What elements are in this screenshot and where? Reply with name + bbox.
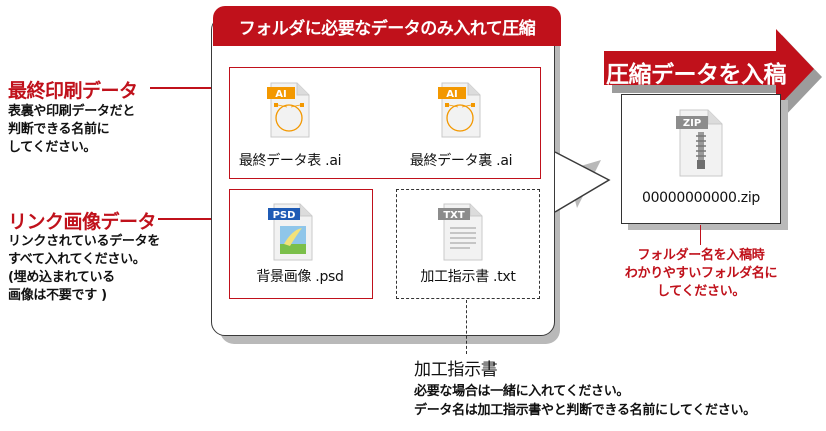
psd-file-icon: PSD xyxy=(268,203,313,261)
zip-file-label: 00000000000.zip xyxy=(641,190,761,206)
file-label: 最終データ表 .ai xyxy=(238,153,342,169)
file-label: 背景画像 .psd xyxy=(256,269,344,285)
svg-text:AI: AI xyxy=(275,89,286,100)
file-label: 加工指示書 .txt xyxy=(420,269,516,285)
folder-header: フォルダに必要なデータのみ入れて圧縮 xyxy=(213,6,561,46)
final-data-connector xyxy=(150,87,228,89)
svg-text:PSD: PSD xyxy=(273,210,296,221)
svg-text:ZIP: ZIP xyxy=(683,118,701,129)
svg-text:AI: AI xyxy=(446,89,457,100)
zip-note-connector xyxy=(700,225,701,245)
upload-arrow xyxy=(604,29,822,115)
ai-file-icon: AI xyxy=(438,82,481,138)
final-data-group xyxy=(229,67,541,179)
zip-note: フォルダー名を入稿時 わかりやすいフォルダ名に してください。 xyxy=(624,248,778,299)
file-label: 最終データ裏 .ai xyxy=(409,153,513,169)
ai-file-icon: AI xyxy=(267,82,310,138)
svg-text:TXT: TXT xyxy=(443,210,465,221)
bubble-pointer xyxy=(554,151,611,213)
final-data-title: 最終印刷データ xyxy=(8,80,138,102)
link-data-connector xyxy=(158,218,228,220)
txt-file-icon: TXT xyxy=(438,203,483,261)
instruction-file-group xyxy=(396,189,540,299)
link-data-title: リンク画像データ xyxy=(8,211,157,233)
instruction-connector xyxy=(466,300,467,354)
final-data-description: 表裏や印刷データだと 判断できる名前に してください。 xyxy=(8,104,136,155)
instruction-description: 必要な場合は一緒に入れてください。 データ名は加工指示書やと判断できる名前にして… xyxy=(414,384,756,418)
link-data-group xyxy=(229,189,373,299)
upload-label: 圧縮データを入稿 xyxy=(606,62,787,88)
folder-contents-box xyxy=(211,16,555,336)
link-data-description: リンクされているデータを すべて入れてください。 (埋め込まれている 画像は不要… xyxy=(8,234,161,303)
instruction-title: 加工指示書 xyxy=(414,360,498,380)
zip-file-icon: ZIP xyxy=(676,109,723,177)
